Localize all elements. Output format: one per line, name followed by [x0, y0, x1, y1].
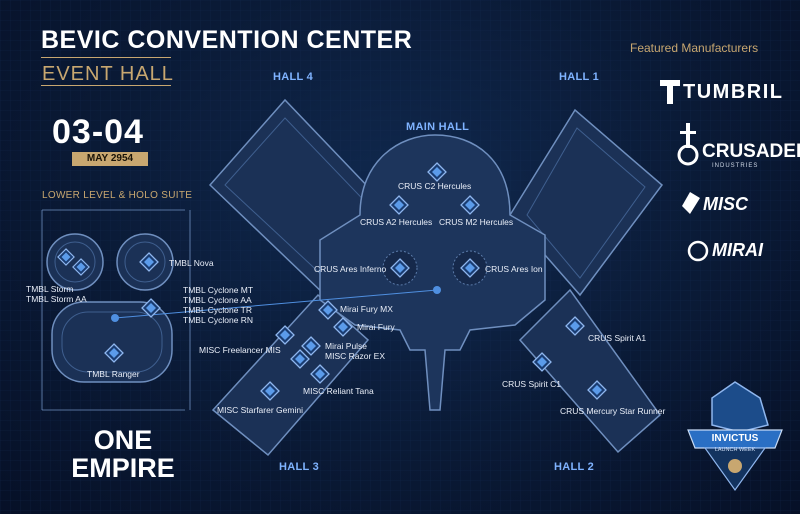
main-hall-label: MAIN HALL	[406, 121, 470, 133]
label-mirai-fury-mx: Mirai Fury MX	[340, 304, 393, 314]
label-tmbl-ranger: TMBL Ranger	[87, 369, 140, 379]
crusader-logo-mark	[677, 123, 699, 166]
tumbril-logo: TUMBRIL	[683, 81, 784, 103]
mirai-logo: MIRAI	[712, 240, 763, 260]
label-crus-ares-ion: CRUS Ares Ion	[485, 264, 543, 274]
label-tmbl-storm: TMBL Storm	[26, 284, 74, 294]
label-crus-mercury: CRUS Mercury Star Runner	[560, 406, 666, 416]
subtitle-divider	[41, 85, 171, 86]
hall-1-area	[509, 108, 664, 297]
label-mirai-fury: Mirai Fury	[357, 322, 395, 332]
title-divider	[41, 57, 171, 58]
invictus-badge	[687, 381, 783, 492]
event-month: MAY 2954	[72, 152, 148, 166]
slogan-line2: EMPIRE	[71, 453, 175, 483]
misc-logo: MISC	[703, 194, 748, 214]
label-tmbl-cyclone-tr: TMBL Cyclone TR	[183, 305, 252, 315]
hall-3-label: HALL 3	[279, 461, 320, 473]
label-mirai-pulse: Mirai Pulse	[325, 341, 368, 351]
label-tmbl-cyclone-rn: TMBL Cyclone RN	[183, 315, 254, 325]
label-crus-spirit-a1: CRUS Spirit A1	[588, 333, 647, 343]
crusader-logo: CRUSADER	[702, 141, 800, 162]
hall-2-area	[518, 288, 662, 454]
hall-2-label: HALL 2	[554, 461, 595, 473]
label-tmbl-cyclone-aa: TMBL Cyclone AA	[183, 295, 252, 305]
featured-manufacturers-heading: Featured Manufacturers	[630, 41, 759, 55]
label-tmbl-storm-aa: TMBL Storm AA	[26, 294, 87, 304]
label-crus-m2: CRUS M2 Hercules	[439, 217, 514, 227]
label-misc-razor-ex: MISC Razor EX	[325, 351, 385, 361]
event-hall-subtitle: EVENT HALL	[42, 63, 174, 85]
label-crus-ares-inferno: CRUS Ares Inferno	[314, 264, 387, 274]
label-misc-freelancer: MISC Freelancer MIS	[199, 345, 281, 355]
tumbril-logo-mark	[660, 80, 680, 104]
lower-level-area	[41, 209, 441, 411]
lower-level-label: LOWER LEVEL & HOLO SUITE	[42, 190, 193, 201]
label-crus-a2: CRUS A2 Hercules	[360, 217, 433, 227]
crusader-industries-text: INDUSTRIES	[712, 163, 759, 169]
invictus-text: INVICTUS	[711, 433, 759, 444]
slogan-line1: ONE	[93, 425, 153, 455]
hall-4-label: HALL 4	[273, 71, 314, 83]
label-crus-spirit-c1: CRUS Spirit C1	[502, 379, 562, 389]
label-tmbl-cyclone-mt: TMBL Cyclone MT	[183, 285, 254, 295]
misc-logo-mark	[682, 192, 700, 214]
label-misc-starfarer: MISC Starfarer Gemini	[217, 405, 303, 415]
mirai-logo-mark	[687, 240, 709, 262]
event-dates: 03-04	[52, 113, 144, 151]
hall-1-label: HALL 1	[559, 71, 600, 83]
venue-title: BEVIC CONVENTION CENTER	[41, 26, 413, 54]
label-crus-c2: CRUS C2 Hercules	[398, 181, 472, 191]
label-tmbl-nova: TMBL Nova	[169, 258, 214, 268]
launch-week-text: LAUNCH WEEK	[714, 447, 756, 453]
label-misc-reliant: MISC Reliant Tana	[303, 386, 374, 396]
